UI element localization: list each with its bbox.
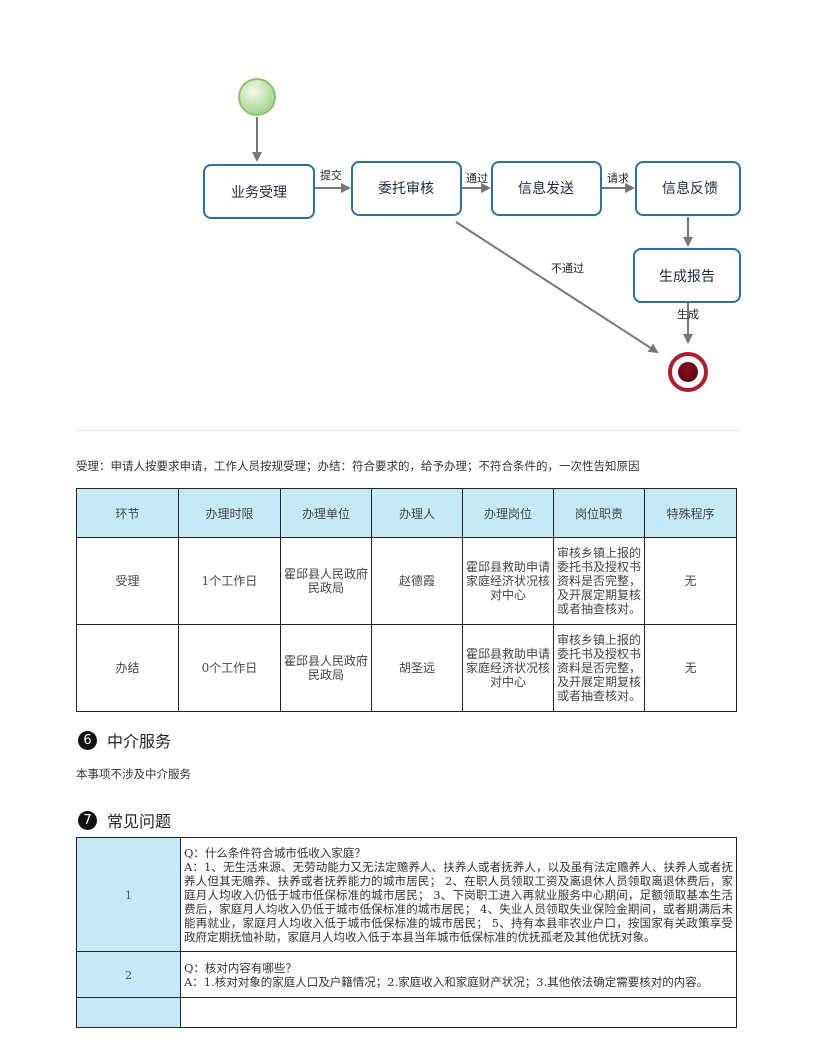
edge-label-request: 请求 (607, 172, 629, 185)
faq-question: Q：核对内容有哪些？ (184, 960, 297, 975)
faq-question: Q：什么条件符合城市低收入家庭？ (184, 845, 366, 860)
intermediary-text: 本事项不涉及中介服务 (76, 767, 191, 781)
edge-label-generate: 生成 (677, 307, 699, 321)
cell-duty: 审核乡镇上报的委托书及授权书资料是否完整，及开展定期复核或者抽查核对。 (553, 537, 645, 625)
process-flowchart: 业务受理 委托审核 信息发送 信息反馈 生成报告 提交 通过 请求 不通过 生成 (203, 78, 741, 392)
section-divider (76, 430, 740, 431)
faq-number: 2 (76, 951, 181, 998)
node-send: 信息发送 (491, 161, 602, 216)
edge-label-submit: 提交 (320, 168, 342, 182)
start-event (238, 78, 276, 116)
cell-special: 无 (644, 537, 737, 625)
cell-handler: 胡圣远 (371, 624, 463, 712)
section-number-badge: 7 (78, 810, 97, 830)
header-post: 办理岗位 (462, 488, 554, 538)
end-event-core (678, 362, 698, 382)
cell-time-limit: 0个工作日 (178, 624, 281, 712)
header-special: 特殊程序 (644, 488, 737, 538)
node-accept-label: 业务受理 (231, 185, 287, 201)
faq-table: 1 Q：什么条件符合城市低收入家庭？ A：1、无生活来源、无劳动能力又无法定赡养… (76, 837, 737, 1028)
header-time-limit: 办理时限 (178, 488, 281, 538)
cell-special: 无 (644, 624, 737, 712)
section-title: 中介服务 (107, 732, 172, 751)
table-row: 2 Q：核对内容有哪些？ A：1.核对对象的家庭人口及户籍情况；2.家庭收入和家… (76, 951, 737, 998)
node-feedback-label: 信息反馈 (662, 180, 718, 197)
node-report-label: 生成报告 (659, 269, 715, 285)
process-steps-table: 环节 办理时限 办理单位 办理人 办理岗位 岗位职责 特殊程序 受理 1个工作日… (76, 488, 737, 712)
faq-answer: A：1、无生活来源、无劳动能力又无法定赡养人、扶养人或者抚养人，以及虽有法定赡养… (184, 859, 733, 944)
table-row (76, 997, 737, 1028)
faq-qa (180, 997, 737, 1028)
header-handler: 办理人 (371, 488, 463, 538)
cell-stage: 办结 (76, 624, 179, 712)
faq-qa: Q：什么条件符合城市低收入家庭？ A：1、无生活来源、无劳动能力又无法定赡养人、… (180, 837, 737, 952)
header-unit: 办理单位 (280, 488, 372, 538)
faq-answer: A：1.核对对象的家庭人口及户籍情况；2.家庭收入和家庭财产状况；3.其他依法确… (184, 974, 709, 989)
node-send-label: 信息发送 (518, 180, 574, 197)
cell-stage: 受理 (76, 537, 179, 625)
header-duty: 岗位职责 (553, 488, 645, 538)
process-description: 受理：申请人按要求申请，工作人员按规受理；办结：符合要求的，给予办理；不符合条件… (76, 459, 640, 473)
faq-number (76, 997, 181, 1028)
cell-unit: 霍邱县人民政府民政局 (280, 624, 372, 712)
table-row: 受理 1个工作日 霍邱县人民政府民政局 赵德霞 霍邱县救助申请家庭经济状况核对中… (76, 537, 737, 625)
table-row: 1 Q：什么条件符合城市低收入家庭？ A：1、无生活来源、无劳动能力又无法定赡养… (76, 837, 737, 952)
node-review: 委托审核 (351, 161, 462, 216)
cell-time-limit: 1个工作日 (178, 537, 281, 625)
section-title: 常见问题 (107, 812, 172, 831)
node-report: 生成报告 (633, 248, 741, 303)
section-faq-heading: 7 常见问题 (78, 808, 171, 832)
faq-qa: Q：核对内容有哪些？ A：1.核对对象的家庭人口及户籍情况；2.家庭收入和家庭财… (180, 951, 737, 998)
section-intermediary-heading: 6 中介服务 (78, 728, 171, 752)
cell-duty: 审核乡镇上报的委托书及授权书资料是否完整，及开展定期复核或者抽查核对。 (553, 624, 645, 712)
cell-unit: 霍邱县人民政府民政局 (280, 537, 372, 625)
edge-label-pass: 通过 (466, 172, 488, 185)
edge-review-to-end (455, 221, 659, 354)
node-accept: 业务受理 (203, 164, 315, 219)
table-row: 办结 0个工作日 霍邱县人民政府民政局 胡圣远 霍邱县救助申请家庭经济状况核对中… (76, 624, 737, 712)
faq-number: 1 (76, 837, 181, 952)
edge-label-reject: 不通过 (551, 262, 584, 275)
table-header-row: 环节 办理时限 办理单位 办理人 办理岗位 岗位职责 特殊程序 (76, 488, 737, 538)
header-stage: 环节 (76, 488, 179, 538)
cell-post: 霍邱县救助申请家庭经济状况核对中心 (462, 537, 554, 625)
cell-post: 霍邱县救助申请家庭经济状况核对中心 (462, 624, 554, 712)
cell-handler: 赵德霞 (371, 537, 463, 625)
section-number-badge: 6 (78, 730, 97, 750)
node-review-label: 委托审核 (378, 181, 434, 197)
node-feedback: 信息反馈 (635, 161, 741, 216)
